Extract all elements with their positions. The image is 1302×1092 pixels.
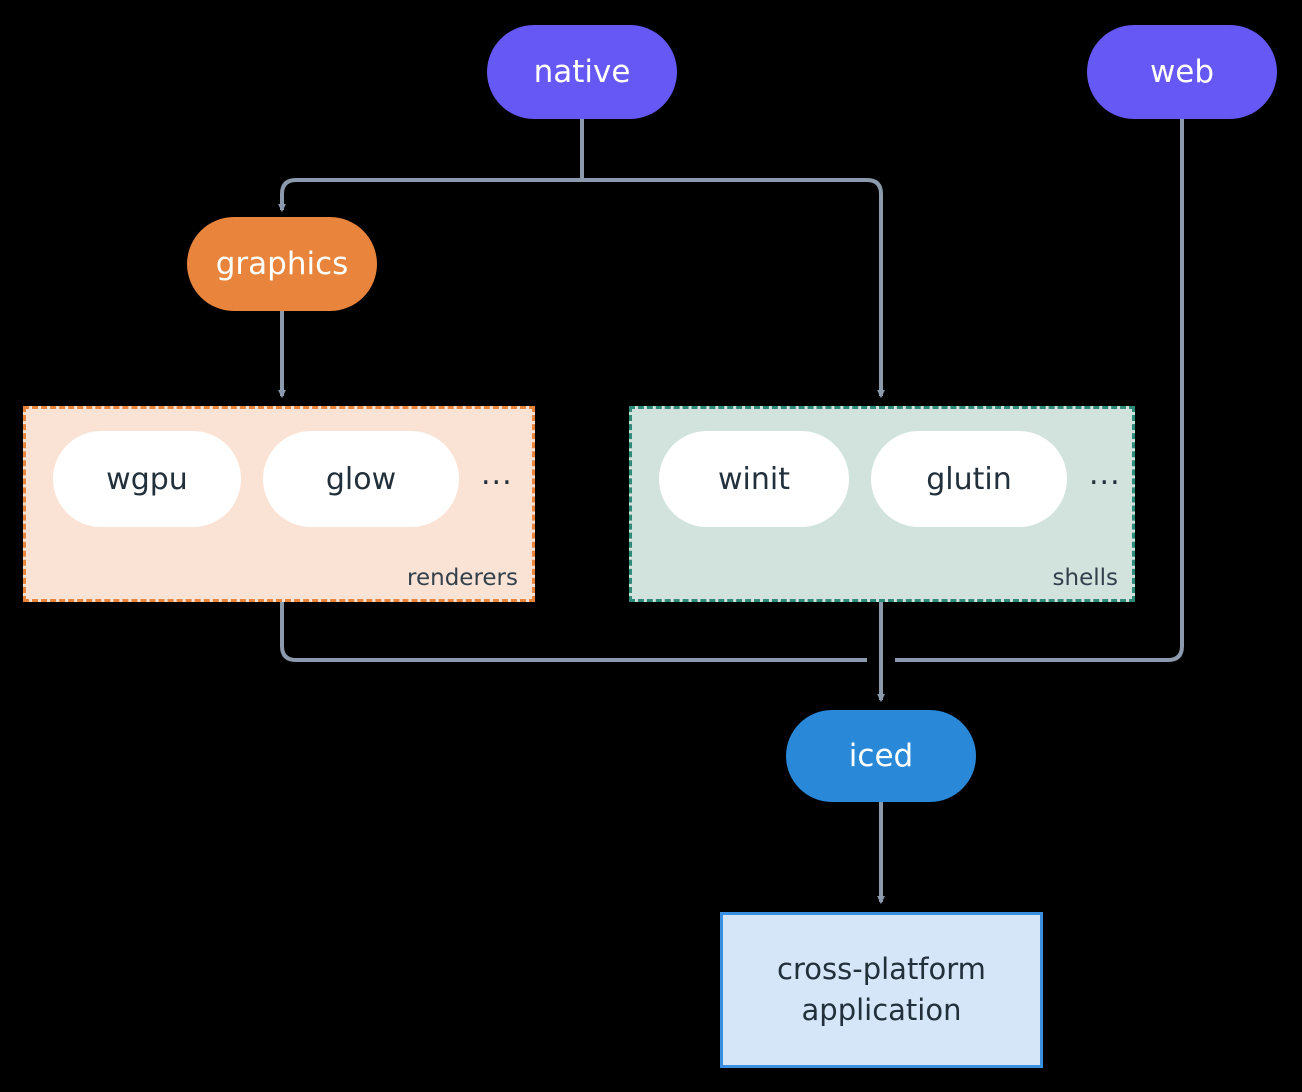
chip-wgpu[interactable]: wgpu [53,431,241,527]
edge-native-to-graphics [278,178,582,213]
group-shells-label: shells [1052,565,1118,591]
group-renderers-label: renderers [407,565,518,591]
node-web-label: web [1149,53,1215,90]
chip-glutin-label: glutin [926,461,1012,497]
node-application-line2: application [801,993,962,1027]
edge-web-to-iced [895,119,1184,662]
node-application-line1: cross-platform [777,951,986,986]
group-renderers: wgpu glow ... renderers [23,406,535,602]
chip-wgpu-label: wgpu [106,461,188,497]
renderers-overflow-ellipsis: ... [481,456,513,492]
node-iced-label: iced [848,737,914,774]
node-iced[interactable]: iced [786,710,976,802]
node-web[interactable]: web [1087,25,1277,119]
edge-renderers-to-iced [280,602,867,662]
chip-winit-label: winit [718,461,790,497]
chip-glutin[interactable]: glutin [871,431,1067,527]
node-native-label: native [533,53,631,90]
shells-chip-list: winit glutin ... [659,431,1121,527]
node-graphics[interactable]: graphics [187,217,377,311]
chip-winit[interactable]: winit [659,431,849,527]
edge-native-to-shells [582,178,885,399]
chip-glow-label: glow [325,461,397,497]
chip-glow[interactable]: glow [263,431,459,527]
renderers-chip-list: wgpu glow ... [53,431,513,527]
node-native[interactable]: native [487,25,677,119]
node-application[interactable]: cross-platform application [720,912,1043,1068]
shells-overflow-ellipsis: ... [1089,456,1121,492]
node-graphics-label: graphics [215,245,349,282]
group-shells: winit glutin ... shells [629,406,1135,602]
